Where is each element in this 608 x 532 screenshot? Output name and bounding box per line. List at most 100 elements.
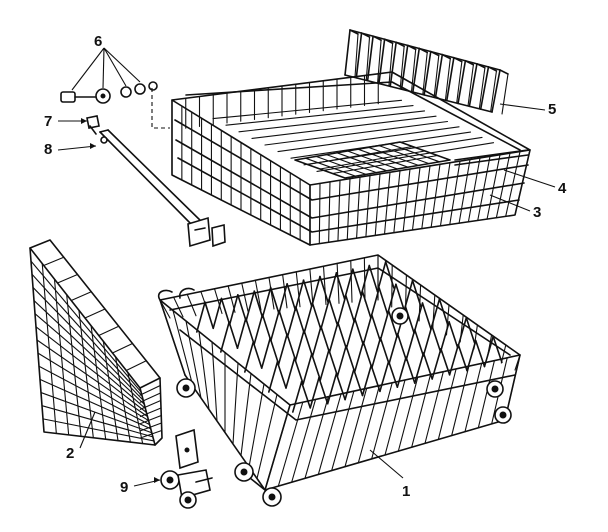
rack-wire <box>439 162 451 227</box>
tine <box>411 279 422 308</box>
tine <box>422 51 428 95</box>
rack-wire <box>383 171 391 235</box>
tine <box>370 287 381 319</box>
basket-wire <box>139 399 162 410</box>
rack-wire <box>295 271 301 308</box>
rack-wire <box>357 385 380 464</box>
basket-wire <box>43 256 65 267</box>
tine <box>278 309 289 338</box>
tine <box>220 321 230 353</box>
rack-wire <box>344 387 368 468</box>
rack-wire <box>331 390 355 472</box>
tine <box>311 302 322 331</box>
tine <box>384 261 395 289</box>
tine <box>438 298 449 327</box>
tine <box>327 272 338 304</box>
tine <box>360 264 371 297</box>
tine <box>491 69 501 113</box>
rack-wire <box>495 152 511 219</box>
tine <box>343 268 354 300</box>
leader-lines <box>57 47 556 487</box>
tine <box>335 372 346 401</box>
rack-wire <box>328 181 331 243</box>
basket-wire <box>42 418 155 442</box>
tine <box>365 36 371 81</box>
tine <box>465 317 476 345</box>
tine <box>361 364 373 397</box>
tine <box>483 335 494 368</box>
basket-wire <box>36 339 149 418</box>
tine <box>309 377 320 409</box>
tine <box>276 361 287 389</box>
tine <box>303 302 314 334</box>
wheel <box>391 307 409 325</box>
tine <box>310 275 321 308</box>
upper-rack-side-wires <box>309 149 531 246</box>
tine <box>245 290 256 322</box>
rack-wire <box>316 142 495 172</box>
basket-wire <box>34 313 146 409</box>
tine <box>345 345 356 373</box>
tine <box>376 261 387 293</box>
callout-7: 7 <box>44 113 52 130</box>
basket-wire <box>111 342 134 354</box>
tine <box>431 325 442 353</box>
callout-5: 5 <box>548 101 556 118</box>
tine <box>413 302 424 334</box>
tine <box>388 42 394 87</box>
tine <box>335 272 346 300</box>
rack-wire <box>241 282 249 312</box>
tine <box>355 32 363 79</box>
basket-wire <box>38 365 151 426</box>
tine <box>345 317 356 350</box>
wheel <box>262 487 282 507</box>
basket-wire <box>56 273 79 284</box>
tine <box>204 301 215 330</box>
tine <box>396 356 407 389</box>
rack-wire <box>505 151 521 217</box>
tine <box>468 63 478 108</box>
tine <box>434 53 444 99</box>
tine <box>328 298 339 327</box>
rack-wire <box>317 393 342 475</box>
tine <box>286 306 297 338</box>
basket-wire <box>41 405 154 438</box>
basket-wire <box>139 407 162 418</box>
tine <box>478 67 486 109</box>
tine <box>423 50 432 96</box>
tine <box>399 45 405 89</box>
tine <box>366 35 374 82</box>
callout-4: 4 <box>558 180 567 197</box>
rack-wire <box>256 393 278 480</box>
tine <box>261 286 272 319</box>
tine <box>261 313 272 342</box>
tine <box>286 283 297 311</box>
tine <box>336 345 347 377</box>
tine <box>326 372 338 405</box>
rack-wire <box>397 376 419 452</box>
tine <box>379 360 390 393</box>
basket-wire <box>30 260 142 393</box>
rack-wire <box>350 260 353 303</box>
rack-wire <box>277 401 304 487</box>
tine <box>318 377 329 405</box>
basket-wire <box>139 384 161 396</box>
tine <box>302 279 313 308</box>
tine <box>395 283 406 312</box>
rail-clip <box>86 115 100 135</box>
basket-wire <box>139 414 162 425</box>
rack-wire <box>430 163 441 228</box>
basket-wire <box>125 360 147 372</box>
rack-wire <box>248 383 265 468</box>
rack-wire <box>264 404 291 491</box>
rack-wire <box>159 299 171 319</box>
tine <box>285 357 296 389</box>
rack-wire <box>458 158 471 224</box>
basket-wire <box>37 352 150 422</box>
tine <box>499 69 509 75</box>
tine <box>353 341 365 373</box>
basket-wire <box>70 291 92 302</box>
tine <box>244 341 255 373</box>
rack-wire <box>213 288 223 315</box>
